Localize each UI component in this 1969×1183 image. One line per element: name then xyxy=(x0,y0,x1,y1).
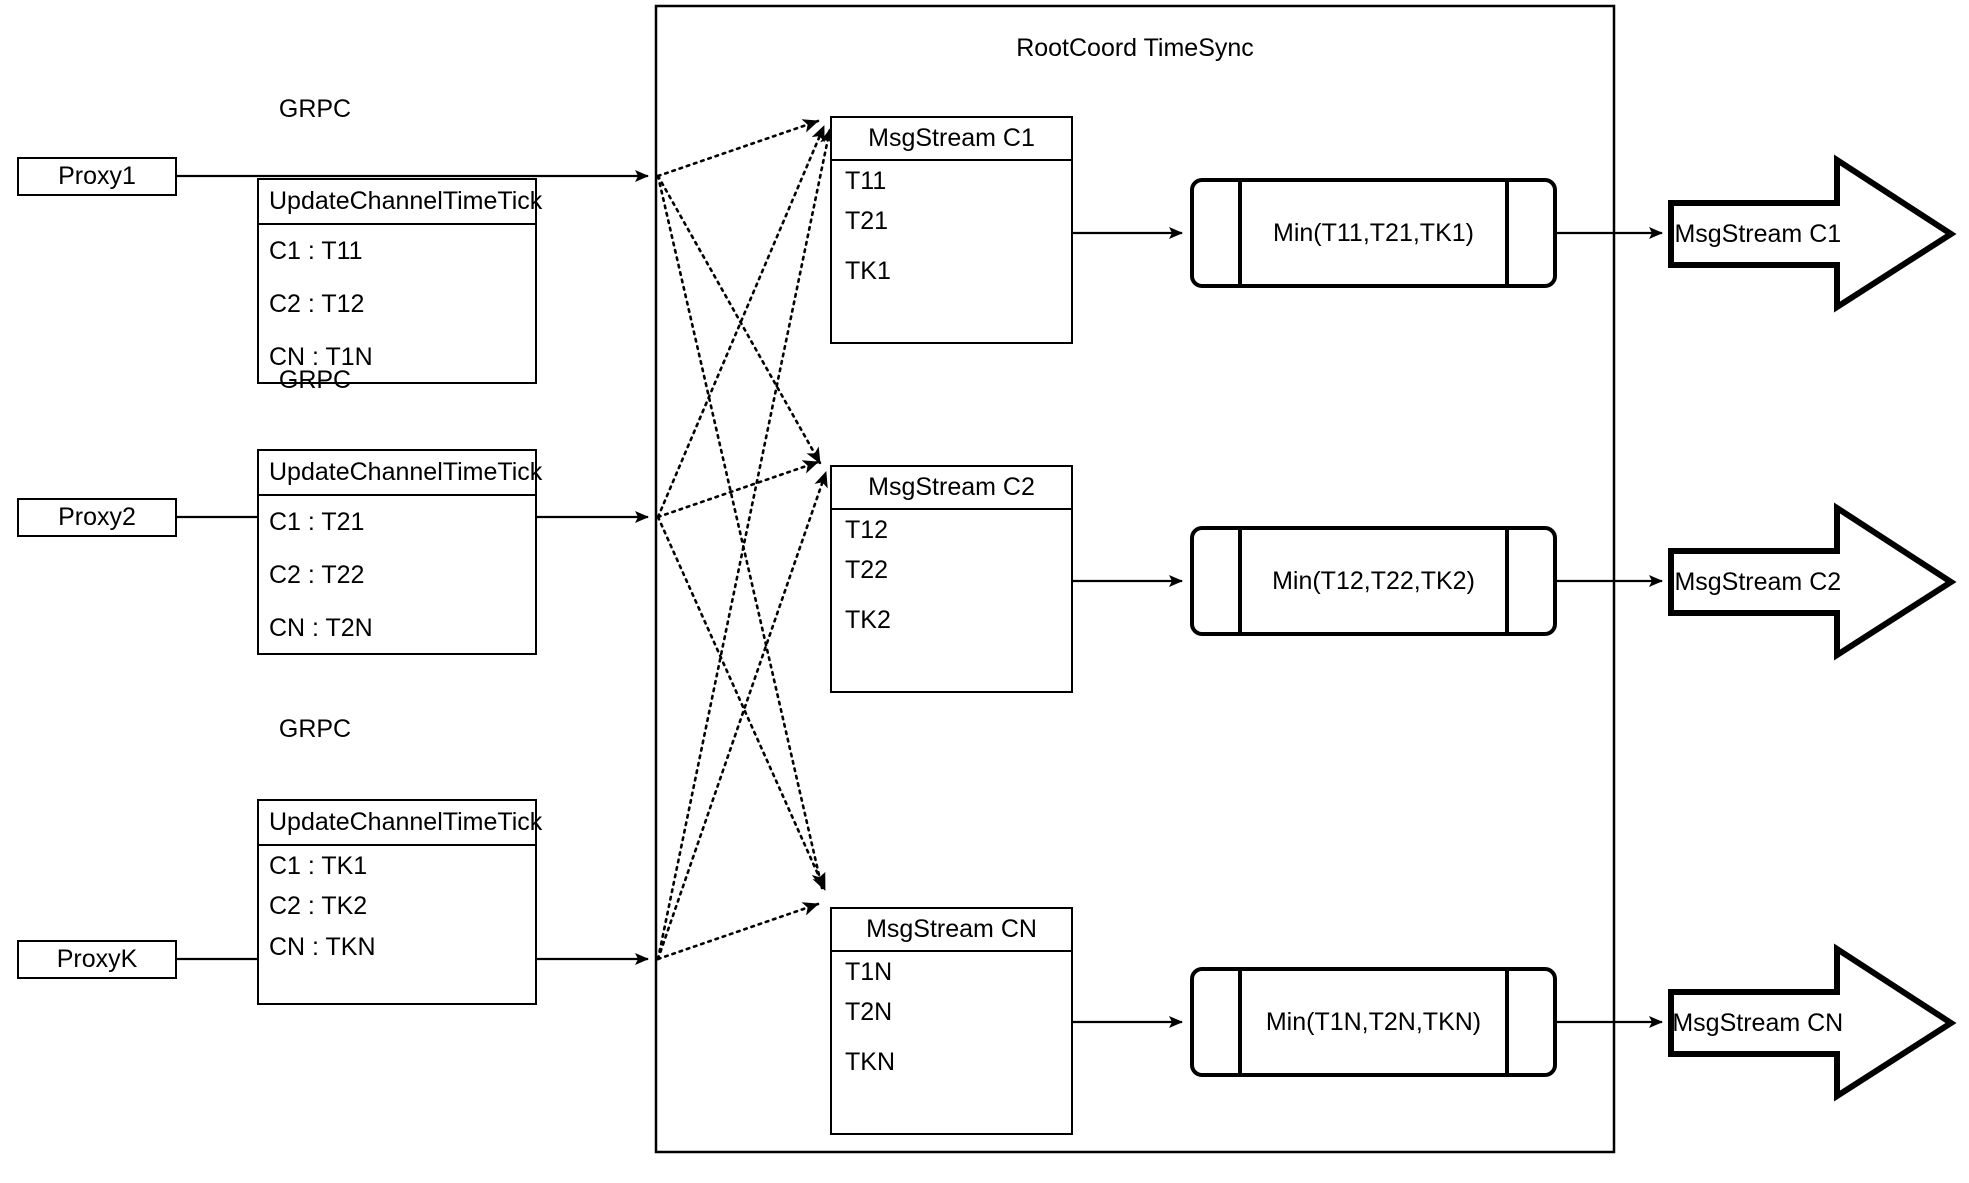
min-process-box-2: Min(T12,T22,TK2) xyxy=(1190,526,1557,636)
table-row: TKN xyxy=(845,1047,895,1076)
output-label: MsgStream C1 xyxy=(1674,219,1842,248)
process-bar-right xyxy=(1505,530,1509,632)
min-label: Min(T11,T21,TK1) xyxy=(1273,218,1474,247)
proxy-label: ProxyK xyxy=(56,945,138,973)
table-row: T2N xyxy=(845,997,893,1026)
table-row: CN : T2N xyxy=(269,614,373,642)
table-row: C1 : TK1 xyxy=(269,851,368,880)
proxy-label: Proxy1 xyxy=(58,162,136,190)
table-header: MsgStream C1 xyxy=(832,118,1071,161)
table-row: C2 : T22 xyxy=(269,561,365,589)
table-row: T21 xyxy=(845,206,889,235)
msgstream-table-2-cont: TK2 xyxy=(830,600,1073,693)
table-row: CN : T1N xyxy=(269,343,373,371)
output-msgstream-arrow-2[interactable]: MsgStream C2 xyxy=(1671,551,1951,613)
proxy-box-3[interactable]: ProxyK xyxy=(17,940,177,979)
update-channel-timetick-table-3: UpdateChannelTimeTick C1 : TK1 C2 : TK2 xyxy=(257,799,542,927)
table-row: T22 xyxy=(845,555,889,584)
table-header: MsgStream CN xyxy=(832,909,1071,952)
min-label: Min(T1N,T2N,TKN) xyxy=(1265,1007,1482,1036)
table-row: TK1 xyxy=(845,256,891,285)
table-header: UpdateChannelTimeTick xyxy=(259,801,542,846)
table-header: UpdateChannelTimeTick xyxy=(259,451,542,496)
output-label: MsgStream C2 xyxy=(1674,567,1842,596)
output-msgstream-arrow-1[interactable]: MsgStream C1 xyxy=(1671,203,1951,265)
output-block-arrow-shape xyxy=(1668,502,1957,661)
table-row: T11 xyxy=(845,166,887,195)
process-bar-left xyxy=(1238,971,1242,1073)
output-block-arrow-shape xyxy=(1668,154,1957,313)
grpc-link-label-3: GRPC xyxy=(278,715,352,743)
table-row: C2 : TK2 xyxy=(269,891,368,920)
proxy-box-1[interactable]: Proxy1 xyxy=(17,157,177,196)
table-row: TK2 xyxy=(845,605,891,634)
table-row: C1 : T21 xyxy=(269,508,365,536)
grpc-link-label-2: GRPC xyxy=(278,366,352,394)
msgstream-table-1: MsgStream C1 T11 T21 xyxy=(830,116,1073,251)
output-label: MsgStream CN xyxy=(1672,1008,1844,1037)
table-row: CN : TKN xyxy=(269,932,376,961)
table-row: C2 : T12 xyxy=(269,290,365,318)
min-process-box-3: Min(T1N,T2N,TKN) xyxy=(1190,967,1557,1077)
proxy-box-2[interactable]: Proxy2 xyxy=(17,498,177,537)
update-channel-timetick-table-1: UpdateChannelTimeTick C1 : T11 C2 : T12 … xyxy=(257,178,542,384)
min-process-box-1: Min(T11,T21,TK1) xyxy=(1190,178,1557,288)
msgstream-table-1-cont: TK1 xyxy=(830,251,1073,344)
msgstream-table-2: MsgStream C2 T12 T22 xyxy=(830,465,1073,600)
msgstream-table-3-cont: TKN xyxy=(830,1042,1073,1135)
update-channel-timetick-table-2: UpdateChannelTimeTick C1 : T21 C2 : T22 … xyxy=(257,449,542,655)
table-row: T1N xyxy=(845,957,893,986)
msgstream-table-3: MsgStream CN T1N T2N xyxy=(830,907,1073,1042)
page-title: RootCoord TimeSync xyxy=(1016,34,1254,62)
table-row: T12 xyxy=(845,515,889,544)
process-bar-left xyxy=(1238,530,1242,632)
process-bar-right xyxy=(1505,971,1509,1073)
proxy-label: Proxy2 xyxy=(58,503,136,531)
process-bar-right xyxy=(1505,182,1509,284)
table-header: UpdateChannelTimeTick xyxy=(259,180,542,225)
table-header: MsgStream C2 xyxy=(832,467,1071,510)
output-msgstream-arrow-3[interactable]: MsgStream CN xyxy=(1671,992,1951,1054)
grpc-link-label-1: GRPC xyxy=(278,95,352,123)
rootcoord-timesync-container xyxy=(654,4,1616,1154)
update-channel-timetick-table-3-cont: CN : TKN xyxy=(257,927,537,1005)
process-bar-left xyxy=(1238,182,1242,284)
table-row: C1 : T11 xyxy=(269,237,363,265)
min-label: Min(T12,T22,TK2) xyxy=(1272,566,1475,595)
output-block-arrow-shape xyxy=(1668,943,1957,1102)
